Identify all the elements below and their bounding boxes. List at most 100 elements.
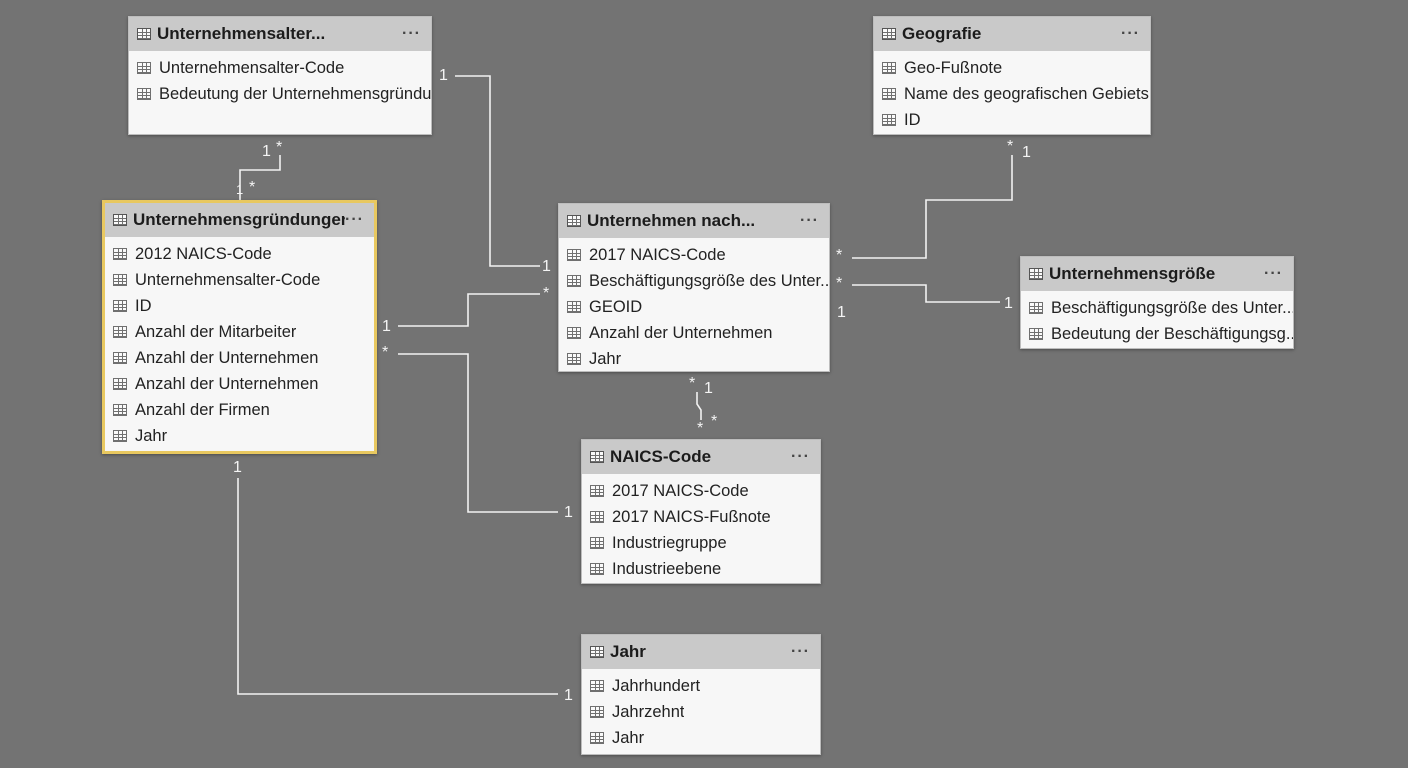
field-name: Anzahl der Firmen [135,400,270,419]
relationship-unternehmensgruendungen-jahr[interactable] [237,478,558,695]
table-header[interactable]: Unternehmen nach... ··· [559,204,829,238]
field-row[interactable]: Jahr [105,423,374,449]
field-list: 2017 NAICS-Code 2017 NAICS-Fußnote Indus… [582,474,820,582]
cardinality-label: 1 [1004,295,1013,312]
cardinality-label: 1 [382,318,391,335]
field-row[interactable]: Anzahl der Unternehmen [559,320,829,346]
more-options-icon[interactable]: ··· [791,448,810,465]
field-row[interactable]: Jahr [582,725,820,751]
cardinality-label: 1 [439,67,448,84]
column-icon [882,114,896,126]
table-header[interactable]: Unternehmensgröße ··· [1021,257,1293,291]
cardinality-label: * [836,247,843,264]
column-icon [590,511,604,523]
table-card-geografie[interactable]: Geografie ··· Geo-Fußnote Name des geogr… [873,16,1151,135]
field-name: Jahrzehnt [612,702,685,721]
more-options-icon[interactable]: ··· [800,212,819,229]
cardinality-label: 1 [542,258,551,275]
column-icon [590,732,604,744]
field-row[interactable]: Jahr [559,346,829,372]
field-list: Unternehmensalter-Code Bedeutung der Unt… [129,51,431,107]
field-row[interactable]: Geo-Fußnote [874,55,1150,81]
cardinality-label: * [697,420,704,437]
table-title: Unternehmensgründungen... [133,210,346,229]
relationship-unternehmensalter-unternehmensgruendungen[interactable] [239,155,281,200]
field-name: Anzahl der Unternehmen [135,348,319,367]
column-icon [567,353,581,365]
field-list: 2017 NAICS-Code Beschäftigungsgröße des … [559,238,829,372]
field-row[interactable]: Beschäftigungsgröße des Unter... [559,268,829,294]
field-row[interactable]: Anzahl der Unternehmen [105,345,374,371]
field-name: Anzahl der Mitarbeiter [135,322,297,341]
cardinality-label: 1 [564,687,573,704]
relationship-unternehmensalter-unternehmen-nach[interactable] [455,75,540,267]
column-icon [590,485,604,497]
field-row[interactable]: Industriegruppe [582,530,820,556]
field-row[interactable]: Anzahl der Unternehmen [105,371,374,397]
field-name: Unternehmensalter-Code [135,270,321,289]
relationship-unternehmen-nach-naics-code[interactable] [696,392,702,420]
table-card-naics-code[interactable]: NAICS-Code ··· 2017 NAICS-Code 2017 NAIC… [581,439,821,584]
field-row[interactable]: Unternehmensalter-Code [105,267,374,293]
field-name: Beschäftigungsgröße des Unter... [589,271,829,290]
column-icon [590,563,604,575]
table-card-unternehmensgroesse[interactable]: Unternehmensgröße ··· Beschäftigungsgröß… [1020,256,1294,349]
more-options-icon[interactable]: ··· [402,25,421,42]
field-row[interactable]: ID [874,107,1150,133]
field-name: Industriegruppe [612,533,727,552]
field-row[interactable]: Jahrhundert [582,673,820,699]
table-icon [1029,268,1043,280]
table-card-unternehmen-nach[interactable]: Unternehmen nach... ··· 2017 NAICS-Code … [558,203,830,372]
more-options-icon[interactable]: ··· [1121,25,1140,42]
cardinality-label: 1 [564,504,573,521]
column-icon [113,248,127,260]
field-row[interactable]: 2017 NAICS-Code [559,242,829,268]
table-title: Unternehmensalter... [157,24,326,43]
table-card-unternehmensgruendungen[interactable]: Unternehmensgründungen... ··· 2012 NAICS… [102,200,377,454]
field-row[interactable]: ID [105,293,374,319]
table-icon [882,28,896,40]
field-row[interactable]: Industrieebene [582,556,820,582]
field-row[interactable]: 2012 NAICS-Code [105,241,374,267]
relationship-unternehmen-nach-geografie[interactable] [852,155,1013,259]
field-name: ID [904,110,921,129]
more-options-icon[interactable]: ··· [345,211,364,228]
field-row[interactable]: Anzahl der Firmen [105,397,374,423]
table-header[interactable]: Jahr ··· [582,635,820,669]
field-row[interactable]: GEOID [559,294,829,320]
field-name: Unternehmensalter-Code [159,58,345,77]
cardinality-label: * [836,275,843,292]
field-row[interactable]: Beschäftigungsgröße des Unter... [1021,295,1293,321]
field-row[interactable]: Anzahl der Mitarbeiter [105,319,374,345]
field-row[interactable]: Bedeutung der Unternehmensgründung [129,81,431,107]
table-header[interactable]: Unternehmensalter... ··· [129,17,431,51]
relationship-unternehmensgruendungen-naics-code[interactable] [398,353,558,513]
field-name: Anzahl der Unternehmen [589,323,773,342]
table-header[interactable]: Unternehmensgründungen... ··· [105,203,374,237]
relationship-unternehmensgruendungen-unternehmen-nach[interactable] [398,293,540,327]
table-header[interactable]: NAICS-Code ··· [582,440,820,474]
field-row[interactable]: 2017 NAICS-Fußnote [582,504,820,530]
field-name: GEOID [589,297,643,316]
field-row[interactable]: Bedeutung der Beschäftigungsg... [1021,321,1293,347]
more-options-icon[interactable]: ··· [1264,265,1283,282]
field-name: 2017 NAICS-Code [612,481,749,500]
column-icon [113,352,127,364]
table-title: NAICS-Code [610,447,712,466]
table-icon [590,451,604,463]
field-list: Jahrhundert Jahrzehnt Jahr [582,669,820,751]
column-icon [1029,302,1043,314]
field-row[interactable]: Name des geografischen Gebiets [874,81,1150,107]
field-row[interactable]: Unternehmensalter-Code [129,55,431,81]
field-row[interactable]: Jahrzehnt [582,699,820,725]
column-icon [882,88,896,100]
relationship-unternehmen-nach-unternehmensgroesse[interactable] [852,284,1000,303]
field-row[interactable]: 2017 NAICS-Code [582,478,820,504]
cardinality-label: 1 [233,459,242,476]
table-card-jahr[interactable]: Jahr ··· Jahrhundert Jahrzehnt Jahr [581,634,821,755]
more-options-icon[interactable]: ··· [791,643,810,660]
table-card-unternehmensalter[interactable]: Unternehmensalter... ··· Unternehmensalt… [128,16,432,135]
table-header[interactable]: Geografie ··· [874,17,1150,51]
cardinality-label: 1 [704,380,713,397]
